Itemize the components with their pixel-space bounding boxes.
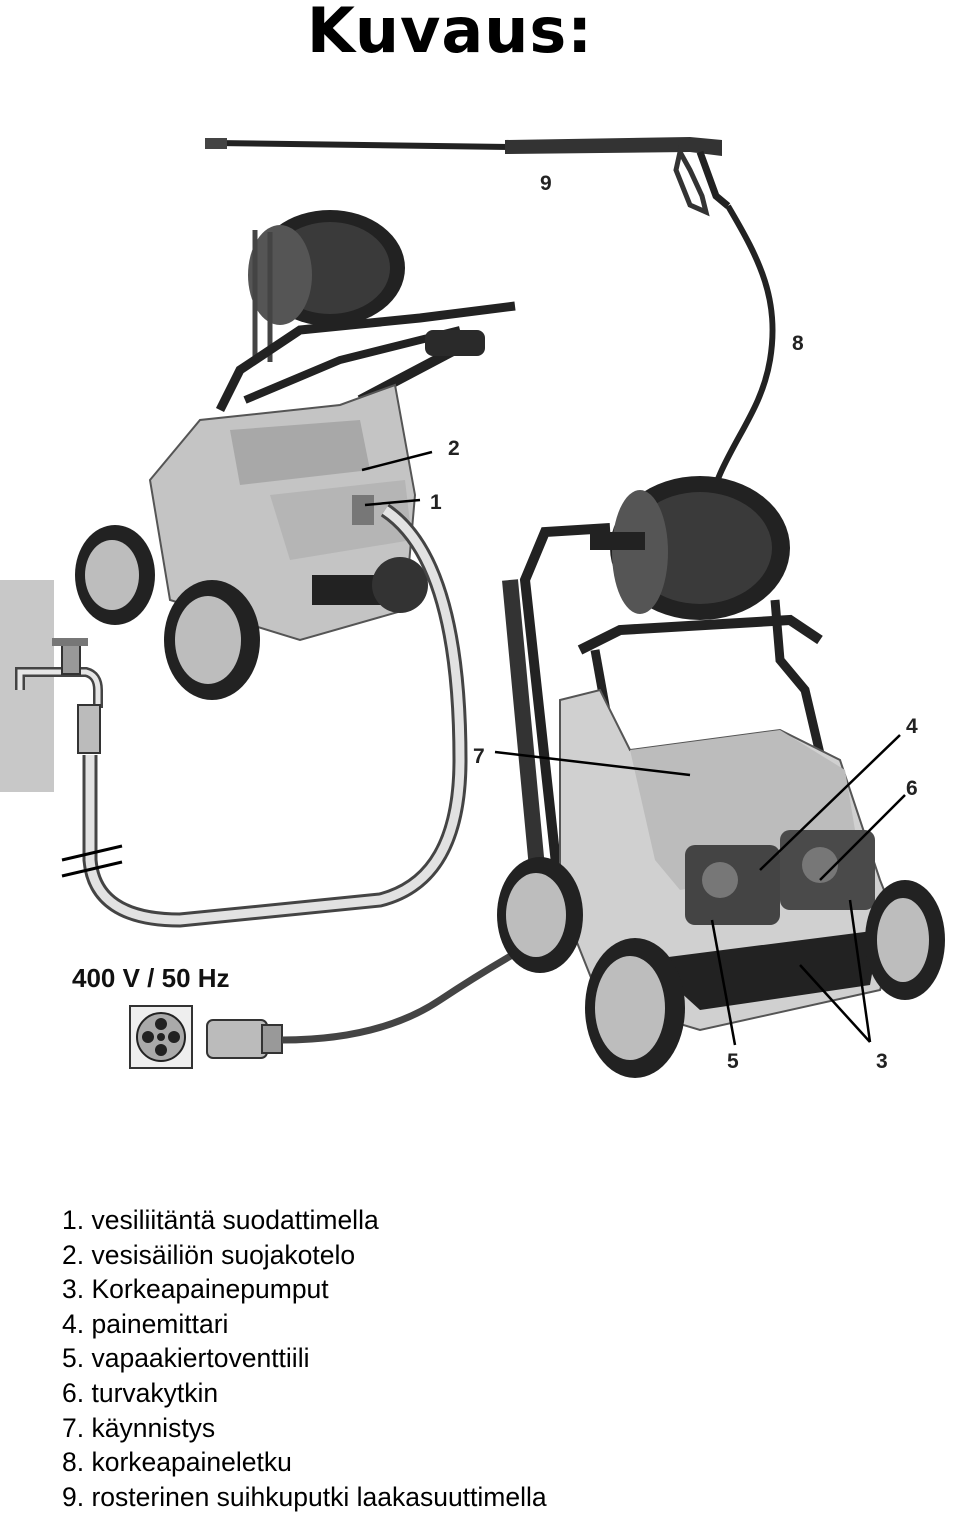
legend-item: 5. vapaakiertoventtiili bbox=[62, 1343, 310, 1374]
voltage-label: 400 V / 50 Hz bbox=[72, 963, 230, 993]
legend-item: 3. Korkeapainepumput bbox=[62, 1274, 329, 1305]
callout-6: 6 bbox=[906, 777, 918, 800]
legend-item: 9. rosterinen suihkuputki laakasuuttimel… bbox=[62, 1481, 547, 1512]
legend-item: 1. vesiliitäntä suodattimella bbox=[62, 1205, 379, 1235]
legend-item: 8. korkeapaineletku bbox=[62, 1447, 292, 1478]
high-pressure-hose bbox=[702, 204, 776, 521]
page-title: Kuvaus: bbox=[306, 0, 594, 67]
callout-2: 2 bbox=[448, 437, 460, 460]
front-machine bbox=[497, 476, 945, 1078]
callout-numbers: 1 2 3 4 5 6 7 8 9 bbox=[430, 172, 918, 1073]
callout-9: 9 bbox=[540, 172, 552, 195]
callout-8: 8 bbox=[792, 332, 804, 355]
legend-item: 6. turvakytkin bbox=[62, 1377, 219, 1408]
water-supply bbox=[0, 503, 468, 928]
legend-item: 7. käynnistys bbox=[62, 1412, 216, 1443]
back-machine bbox=[75, 210, 516, 700]
callout-1: 1 bbox=[430, 491, 442, 514]
parts-legend: 1. vesiliitäntä suodattimella 2. vesisäi… bbox=[62, 1203, 547, 1514]
pressure-washer-illustration: 400 V / 50 Hz bbox=[0, 137, 945, 1078]
callout-7: 7 bbox=[473, 745, 485, 768]
callout-3: 3 bbox=[876, 1050, 888, 1073]
callout-5: 5 bbox=[727, 1050, 739, 1073]
power-connection: 400 V / 50 Hz bbox=[72, 916, 577, 1069]
legend-item: 4. painemittari bbox=[62, 1308, 229, 1339]
leader-lines bbox=[361, 450, 906, 1046]
spray-lance bbox=[205, 137, 731, 217]
callout-4: 4 bbox=[906, 715, 918, 738]
legend-item: 2. vesisäiliön suojakotelo bbox=[62, 1239, 356, 1270]
